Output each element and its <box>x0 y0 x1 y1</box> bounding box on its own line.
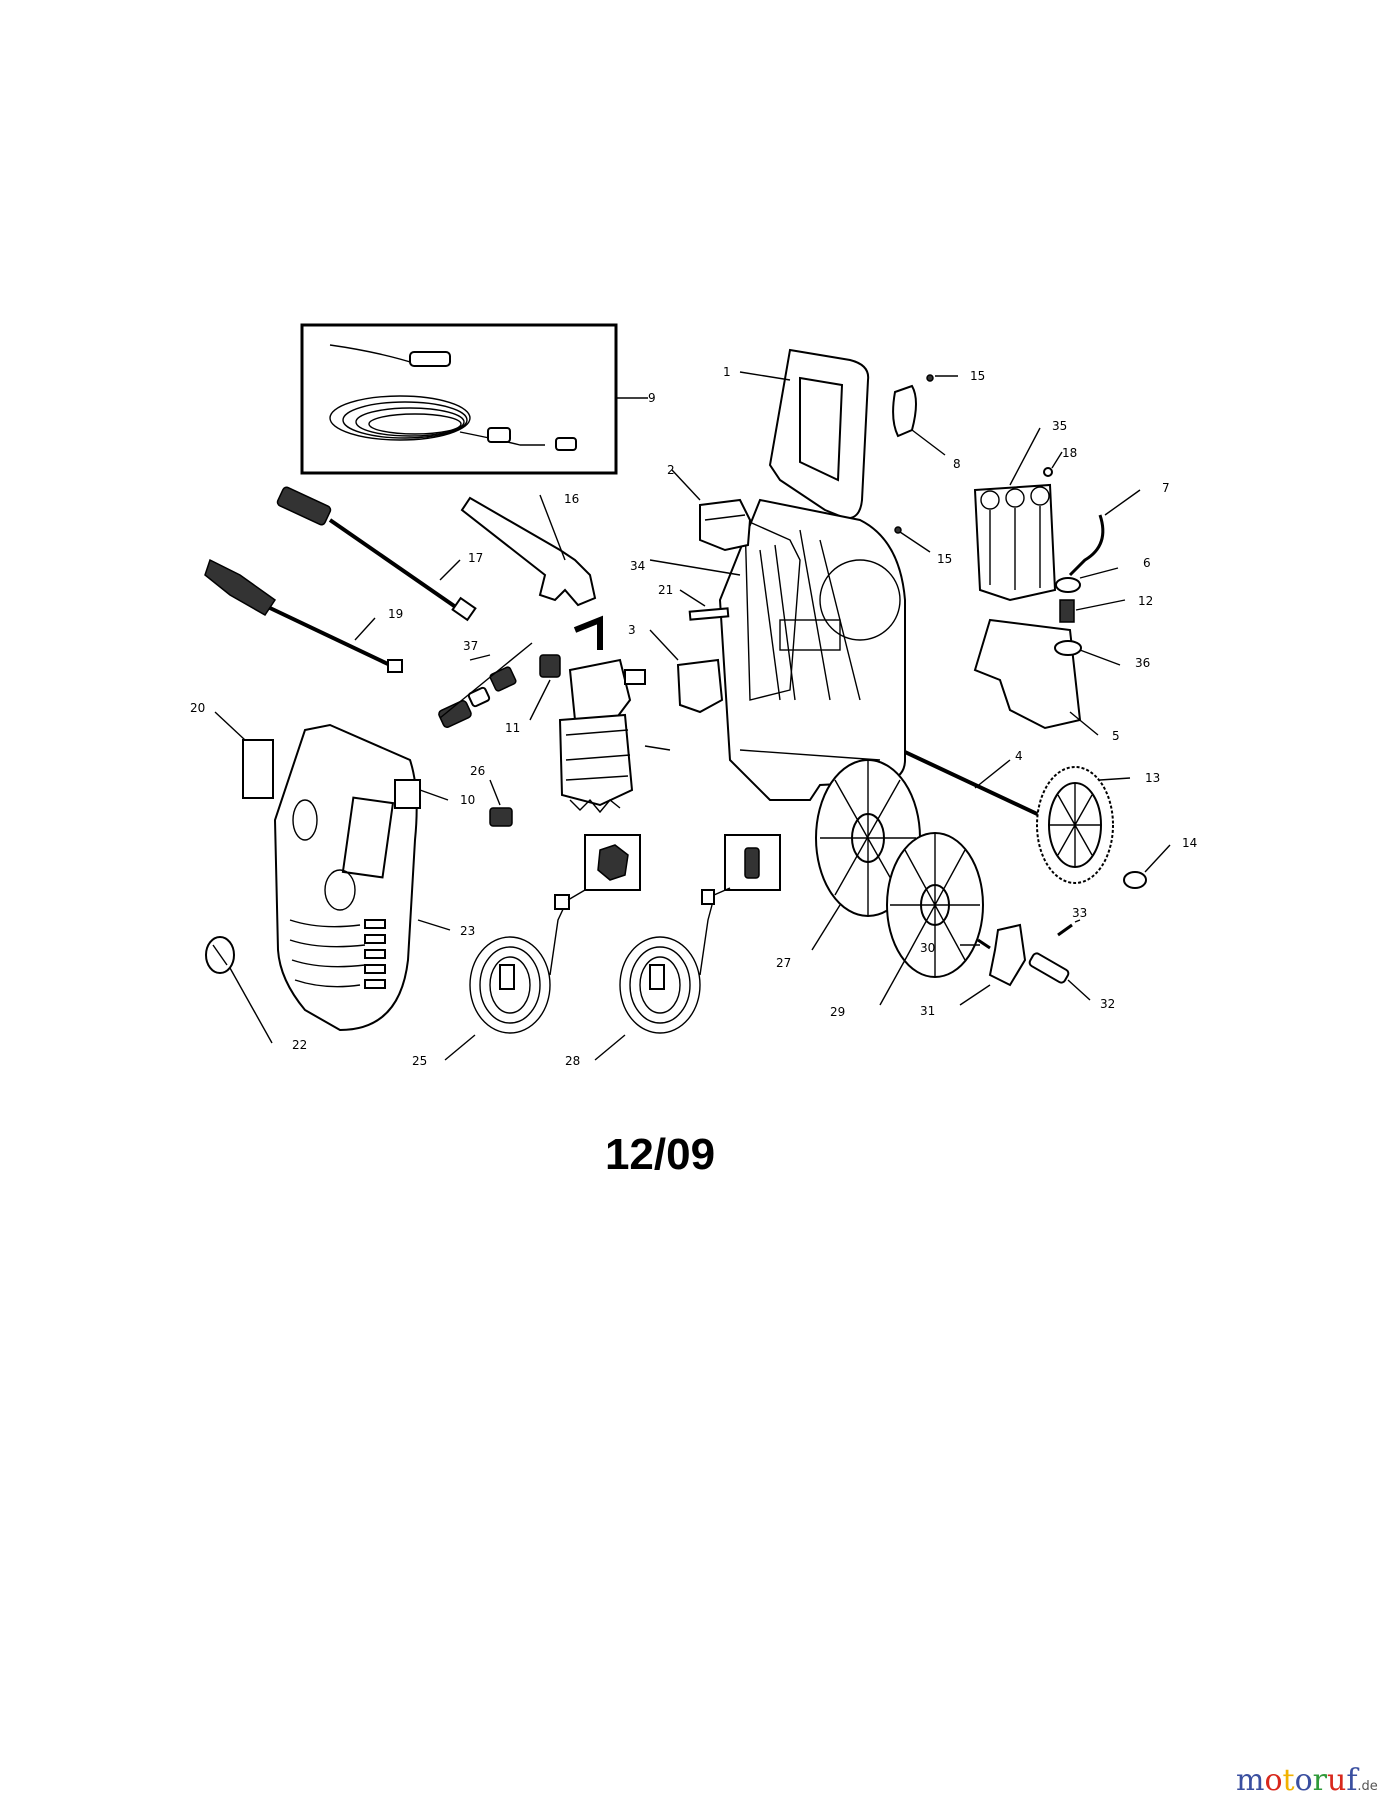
callout-7: 7 <box>1162 481 1170 495</box>
part-22-knob <box>205 936 273 1044</box>
watermark-letter: o <box>1264 1763 1283 1798</box>
part-18-ball <box>1043 451 1063 477</box>
callout-10: 10 <box>460 793 475 807</box>
watermark-letter: r <box>1312 1763 1327 1798</box>
part-4-axle <box>904 750 1051 822</box>
part-23-front-cover <box>273 723 451 1032</box>
callout-22: 22 <box>292 1038 307 1052</box>
part-17-lance <box>276 486 477 622</box>
callout-14: 14 <box>1182 836 1197 850</box>
part-33-pin <box>1057 919 1081 937</box>
part-20-label <box>214 711 274 799</box>
callout-29: 29 <box>830 1005 845 1019</box>
callout-32: 32 <box>1100 997 1115 1011</box>
part-31-crank <box>959 923 1027 1006</box>
part-25-hose <box>444 834 641 1061</box>
callout-2: 2 <box>667 463 675 477</box>
callout-33: 33 <box>1072 906 1087 920</box>
part-29-reel-disc <box>879 832 984 1006</box>
callout-15-mid: 15 <box>937 552 952 566</box>
callout-5: 5 <box>1112 729 1120 743</box>
part-37-fitting-set <box>438 642 533 728</box>
callout-19: 19 <box>388 607 403 621</box>
callout-13: 13 <box>1145 771 1160 785</box>
part-11-fitting <box>529 654 561 721</box>
part-16-spray-gun <box>460 494 597 607</box>
part-8-hook <box>892 374 958 553</box>
callout-16: 16 <box>564 492 579 506</box>
callout-18: 18 <box>1062 446 1077 460</box>
callout-20: 20 <box>190 701 205 715</box>
callout-31: 31 <box>920 1004 935 1018</box>
callout-21: 21 <box>658 583 673 597</box>
callout-15-top: 15 <box>970 369 985 383</box>
part-5-tank <box>973 618 1121 736</box>
part-2-clip <box>671 469 752 552</box>
callout-36: 36 <box>1135 656 1150 670</box>
callout-26: 26 <box>470 764 485 778</box>
watermark-logo: motoruf.de <box>1236 1763 1378 1798</box>
callout-11: 11 <box>505 721 520 735</box>
part-13-wheel <box>1036 766 1131 884</box>
part-6-fitting <box>1055 567 1119 593</box>
callout-30: 30 <box>920 941 935 955</box>
callout-12: 12 <box>1138 594 1153 608</box>
part-3-holder <box>649 629 724 714</box>
callout-8: 8 <box>953 457 961 471</box>
callout-25: 25 <box>412 1054 427 1068</box>
part-7-tube <box>1068 489 1141 577</box>
part-35-accessory-holder <box>973 427 1057 602</box>
part-28-hose <box>594 834 781 1061</box>
callout-27: 27 <box>776 956 791 970</box>
callout-28: 28 <box>565 1054 580 1068</box>
diagram-date-label: 12/09 <box>604 1130 716 1179</box>
callout-3: 3 <box>628 623 636 637</box>
callout-37: 37 <box>463 639 478 653</box>
watermark-letter: t <box>1282 1763 1295 1798</box>
part-14-cap <box>1123 844 1171 889</box>
callout-17: 17 <box>468 551 483 565</box>
watermark-letter: f <box>1346 1763 1358 1798</box>
callout-23: 23 <box>460 924 475 938</box>
callout-labels: 1 2 3 4 5 6 7 8 9 10 11 12 13 14 15 15 1… <box>190 365 1197 1068</box>
watermark-letter: u <box>1326 1763 1347 1798</box>
watermark-letter: o <box>1294 1763 1313 1798</box>
callout-34: 34 <box>630 559 645 573</box>
callout-4: 4 <box>1015 749 1023 763</box>
part-32-handle-grip <box>1028 952 1091 1001</box>
part-21-label <box>679 589 730 621</box>
part-30-pin <box>960 938 991 950</box>
part-12-connector <box>1059 599 1126 623</box>
watermark-letter: m <box>1236 1763 1265 1798</box>
part-34-main-housing <box>649 498 906 801</box>
part-9-cord-set <box>300 323 648 475</box>
callout-35: 35 <box>1052 419 1067 433</box>
part-1-handle <box>739 348 870 520</box>
part-26-switch <box>489 779 513 827</box>
pump-motor <box>558 615 671 814</box>
callout-9: 9 <box>648 391 656 405</box>
watermark-suffix: .de <box>1357 1779 1378 1794</box>
callout-6: 6 <box>1143 556 1151 570</box>
callout-1: 1 <box>723 365 731 379</box>
part-19-lance <box>204 558 403 673</box>
